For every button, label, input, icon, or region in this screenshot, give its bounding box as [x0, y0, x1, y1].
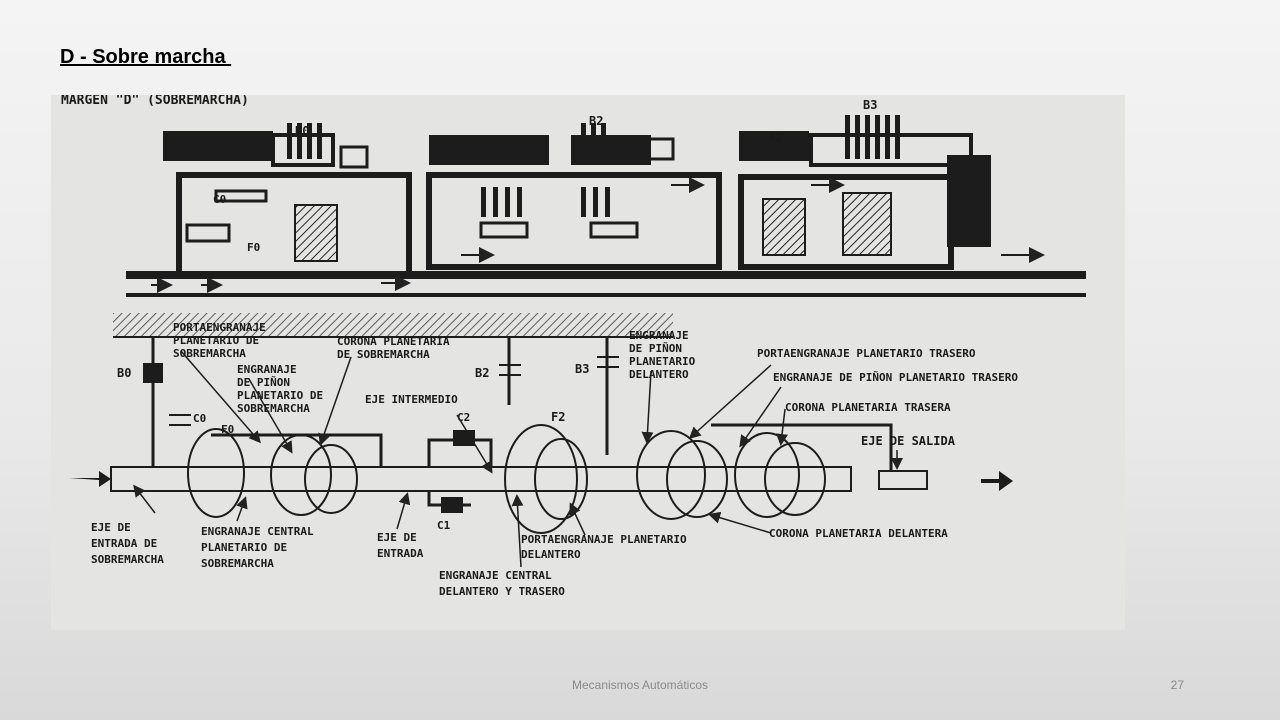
label-eje-entrada-sobremarcha-1: EJE DE	[91, 521, 131, 534]
label-c0: C0	[193, 412, 206, 425]
label-b2: B2	[475, 366, 489, 380]
label-pinon-sobremarcha-3: PLANETARIO DE	[237, 389, 323, 402]
label-eje-salida: EJE DE SALIDA	[861, 434, 956, 448]
label-eje-intermedio: EJE INTERMEDIO	[365, 393, 458, 406]
label-corona-delantera: CORONA PLANETARIA DELANTERA	[769, 527, 948, 540]
planetary-gear-diagram: MARGEN "D" (SOBREMARCHA) B0 C0 F0	[51, 95, 1125, 630]
label-pinon-sobremarcha-2: DE PIÑON	[237, 376, 290, 389]
diagram-heading: MARGEN "D" (SOBREMARCHA)	[61, 95, 249, 108]
label-pinon-delantero-2: DE PIÑON	[629, 342, 682, 355]
label-portaengranaje-sobremarcha-3: SOBREMARCHA	[173, 347, 246, 360]
top-label-b2: B2	[589, 114, 603, 128]
label-pinon-delantero-4: DELANTERO	[629, 368, 689, 381]
label-central-sobremarcha-2: PLANETARIO DE	[201, 541, 287, 554]
top-label-b3: B3	[863, 98, 877, 112]
label-central-sobremarcha-3: SOBREMARCHA	[201, 557, 274, 570]
label-portaengranaje-trasero: PORTAENGRANAJE PLANETARIO TRASERO	[757, 347, 976, 360]
label-pinon-sobremarcha-1: ENGRANAJE	[237, 363, 297, 376]
label-f2: F2	[551, 410, 565, 424]
label-eje-entrada-sobremarcha-2: ENTRADA DE	[91, 537, 157, 550]
label-pinon-delantero-3: PLANETARIO	[629, 355, 696, 368]
label-portaengranaje-sobremarcha-1: PORTAENGRANAJE	[173, 321, 266, 334]
label-central-delantero-1: ENGRANAJE CENTRAL	[439, 569, 552, 582]
top-label-f2: F2	[769, 131, 782, 144]
gear-schematic: PORTAENGRANAJE PLANETARIO DE SOBREMARCHA…	[69, 313, 1018, 598]
label-corona-sobremarcha-1: CORONA PLANETARIA	[337, 335, 450, 348]
slide-footer: Mecanismos Automáticos	[571, 678, 709, 692]
label-b3: B3	[575, 362, 589, 376]
label-portaengranaje-delantero-2: DELANTERO	[521, 548, 581, 561]
top-label-c0: C0	[213, 193, 226, 206]
label-pinon-delantero-1: ENGRANAJE	[629, 329, 689, 342]
label-corona-trasera: CORONA PLANETARIA TRASERA	[785, 401, 951, 414]
top-label-b0: B0	[295, 124, 309, 138]
label-central-sobremarcha-1: ENGRANAJE CENTRAL	[201, 525, 314, 538]
label-eje-entrada-1: EJE DE	[377, 531, 417, 544]
slide-title: D - Sobre marcha	[60, 46, 232, 68]
label-c2: C2	[457, 411, 470, 424]
label-corona-sobremarcha-2: DE SOBREMARCHA	[337, 348, 430, 361]
label-pinon-sobremarcha-4: SOBREMARCHA	[237, 402, 310, 415]
hydraulic-section: B0 C0 F0 B2 B3	[126, 98, 1086, 297]
label-b0: B0	[117, 366, 131, 380]
label-eje-entrada-sobremarcha-3: SOBREMARCHA	[91, 553, 164, 566]
label-portaengranaje-sobremarcha-2: PLANETARIO DE	[173, 334, 259, 347]
label-f0: F0	[221, 423, 234, 436]
label-portaengranaje-delantero-1: PORTAENGRANAJE PLANETARIO	[521, 533, 687, 546]
label-pinon-trasero: ENGRANAJE DE PIÑON PLANETARIO TRASERO	[773, 371, 1018, 384]
label-eje-entrada-2: ENTRADA	[377, 547, 424, 560]
label-central-delantero-2: DELANTERO Y TRASERO	[439, 585, 565, 598]
top-label-f0: F0	[247, 241, 260, 254]
label-c1: C1	[437, 519, 451, 532]
page-number: 27	[1170, 678, 1184, 692]
